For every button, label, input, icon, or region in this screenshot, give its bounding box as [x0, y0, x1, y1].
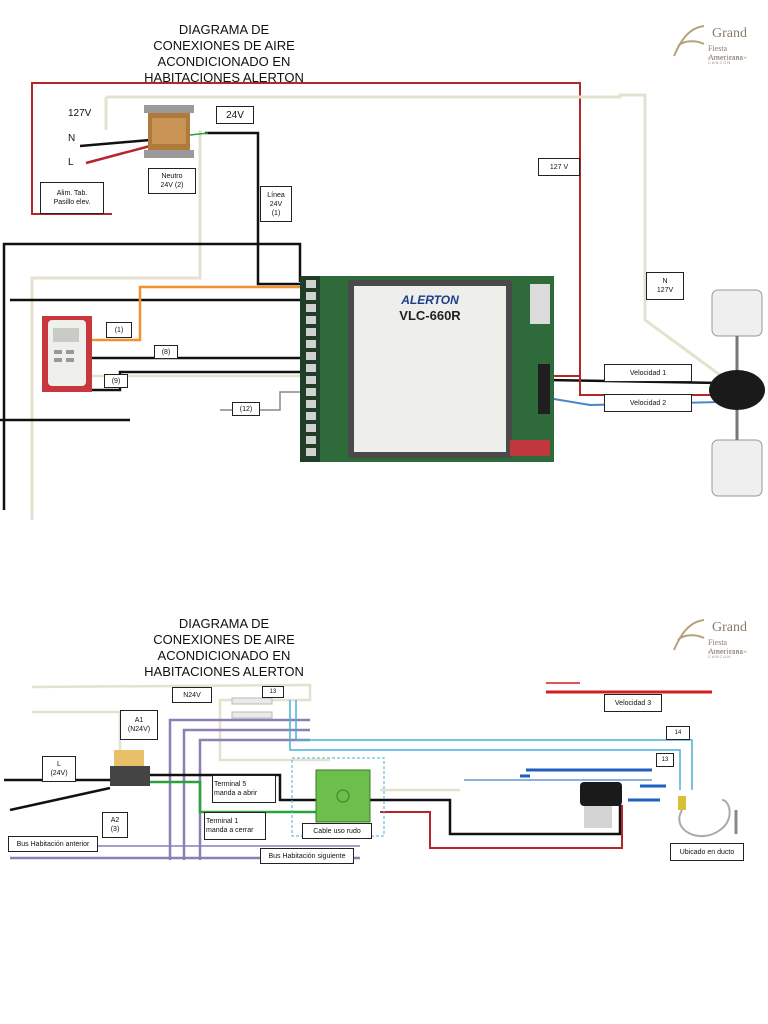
door-sensor — [231, 697, 273, 719]
logo-sub: Fiesta Americana — [708, 44, 744, 62]
label-n: N — [68, 133, 76, 144]
diagram-title-top: DIAGRAMA DE CONEXIONES DE AIRE ACONDICIO… — [144, 22, 304, 85]
logo-sub: Fiesta Americana — [708, 638, 744, 656]
diagram-title-bottom: DIAGRAMA DE CONEXIONES DE AIRE ACONDICIO… — [144, 616, 304, 679]
wire-black-long — [2, 242, 302, 510]
box-a2: A2 (3) — [102, 812, 128, 838]
box-n24v: N24V — [172, 687, 212, 703]
blue-dashes — [520, 768, 666, 802]
blower-motor — [709, 289, 765, 497]
logo-name: Grand — [712, 26, 747, 41]
logo-tag: CORAL BEACH CANCÚN — [708, 649, 748, 659]
wire-cream-b2 — [32, 710, 122, 760]
box-c9: (9) — [104, 374, 128, 388]
label-l: L — [68, 157, 74, 168]
relay — [110, 750, 150, 786]
grand-fiesta-logo-bottom: Grand Fiesta Americana CORAL BEACH CANCÚ… — [668, 616, 760, 662]
label-127v: 127V — [68, 108, 92, 119]
wire-orange — [92, 285, 310, 342]
thermostat — [42, 316, 92, 392]
grand-fiesta-logo-top: Grand Fiesta Americana CORAL BEACH CANCÚ… — [668, 22, 760, 68]
wire-purple-3 — [198, 738, 310, 860]
duct-sensor — [678, 796, 738, 838]
box-terminal-5: Terminal 5 manda a abrir — [212, 775, 276, 803]
box-velocidad-1: Velocidad 1 — [604, 364, 692, 382]
box-bus-siguiente: Bus Habitación siguiente — [260, 848, 354, 864]
wire-purple-2 — [182, 728, 310, 860]
logo-mark-icon — [673, 619, 705, 651]
junction-box — [315, 769, 371, 823]
box-velocidad-3: Velocidad 3 — [604, 694, 662, 712]
box-13b: 13 — [656, 753, 674, 767]
logo-tag: CORAL BEACH CANCÚN — [708, 55, 748, 65]
box-bus-anterior: Bus Habitación anterior — [8, 836, 98, 852]
box-cable-uso-rudo: Cable uso rudo — [302, 823, 372, 839]
wire-black-t5 — [150, 773, 622, 836]
box-24v: 24V — [216, 106, 254, 124]
valve-actuator — [580, 782, 622, 828]
box-linea: Línea 24V (1) — [260, 186, 292, 222]
box-neutro: Neutro 24V (2) — [148, 168, 196, 194]
box-l24v: L (24V) — [42, 756, 76, 782]
wire-blue-top — [289, 700, 681, 790]
box-127v: 127 V — [538, 158, 580, 176]
wire-green — [150, 780, 340, 814]
wire-red-b — [380, 805, 623, 849]
transformer — [144, 105, 209, 158]
box-14: 14 — [666, 726, 690, 740]
logo-mark-icon — [673, 25, 705, 57]
box-c8: (8) — [154, 345, 178, 359]
wire-blue-13 — [295, 700, 693, 790]
box-velocidad-2: Velocidad 2 — [604, 394, 692, 412]
wire-cream-top — [106, 93, 721, 377]
wire-cream-left — [30, 130, 202, 520]
box-13a: 13 — [262, 686, 284, 698]
controller-board — [300, 276, 554, 462]
logo-name: Grand — [712, 620, 747, 635]
box-a1: A1 (N24V) — [120, 710, 158, 740]
wire-black-24 — [205, 131, 310, 286]
wire-black-a2 — [9, 786, 111, 812]
controller-brand: ALERTON — [400, 293, 459, 307]
controller-model: VLC-660R — [399, 308, 461, 323]
box-c12: (12) — [232, 402, 260, 416]
box-c1: (1) — [106, 322, 132, 338]
wire-red-l — [85, 144, 151, 165]
wire-black-n — [79, 138, 151, 148]
wire-purple-1 — [168, 718, 310, 860]
wire-red-frame — [31, 82, 581, 395]
box-alim: Alim. Tab. Pasillo elev. — [40, 182, 104, 214]
box-n127v: N 127V — [646, 272, 684, 300]
box-ubicado-ducto: Ubicado en ducto — [670, 843, 744, 861]
box-terminal-1: Terminal 1 manda a cerrar — [204, 812, 266, 840]
